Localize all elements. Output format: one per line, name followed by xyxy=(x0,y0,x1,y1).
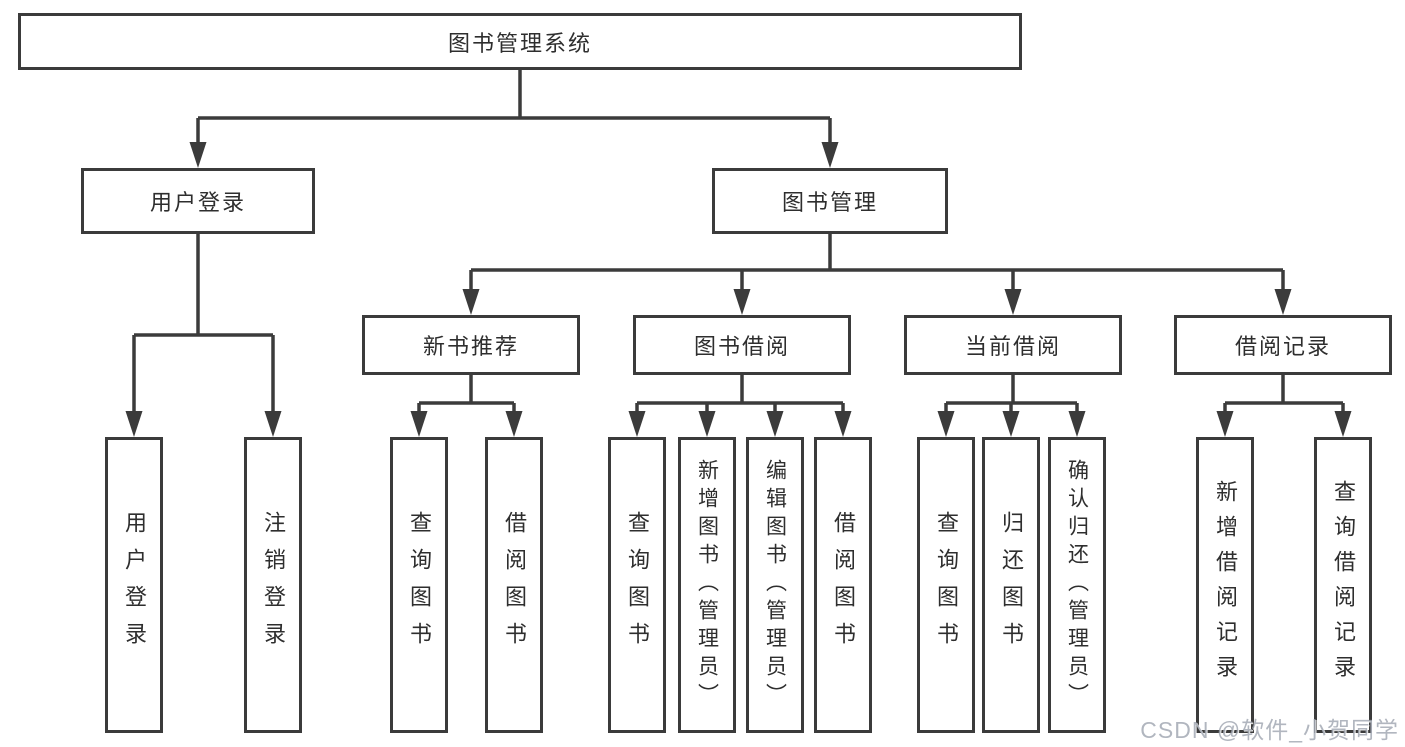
leaf-borrow-books: 借阅图书 xyxy=(814,437,872,733)
node-new-books: 新书推荐 xyxy=(362,315,580,375)
leaf-recommend-borrow-books: 借阅图书 xyxy=(485,437,543,733)
leaf-current-query-books: 查询图书 xyxy=(917,437,975,733)
leaf-recommend-borrow-books-label: 借阅图书 xyxy=(502,511,527,659)
leaf-current-query-books-label: 查询图书 xyxy=(934,511,959,659)
arrow-down-icon xyxy=(1004,289,1022,315)
arrow-down-icon xyxy=(125,411,143,437)
leaf-return-books-label: 归还图书 xyxy=(999,511,1024,659)
arrow-down-icon xyxy=(1002,411,1020,437)
node-book-management-label: 图书管理 xyxy=(781,190,878,215)
node-root: 图书管理系统 xyxy=(18,13,1022,70)
leaf-return-books: 归还图书 xyxy=(982,437,1040,733)
leaf-records-query-label: 查询借阅记录 xyxy=(1331,480,1356,690)
arrow-down-icon xyxy=(1068,411,1086,437)
arrow-down-icon xyxy=(1274,289,1292,315)
arrow-down-icon xyxy=(264,411,282,437)
arrow-down-icon xyxy=(462,289,480,315)
leaf-confirm-return-admin: 确认归还（管理员） xyxy=(1048,437,1106,733)
node-borrow-records-label: 借阅记录 xyxy=(1234,334,1331,359)
connector-borrow-records-to-leaves xyxy=(1216,375,1352,437)
leaf-records-add-label: 新增借阅记录 xyxy=(1213,480,1238,690)
node-user-login: 用户登录 xyxy=(81,168,315,234)
node-borrow-records: 借阅记录 xyxy=(1174,315,1392,375)
leaf-add-books-admin: 新增图书（管理员） xyxy=(678,437,736,733)
leaf-add-books-admin-label: 新增图书（管理员） xyxy=(695,459,719,711)
node-root-label: 图书管理系统 xyxy=(447,30,592,56)
connector-book-borrow-to-leaves xyxy=(628,375,852,437)
csdn-watermark: CSDN @软件_小贺同学 xyxy=(1140,717,1399,743)
arrow-down-icon xyxy=(505,411,523,437)
arrow-down-icon xyxy=(766,411,784,437)
connector-new-books-to-leaves xyxy=(410,375,523,437)
arrow-down-icon xyxy=(698,411,716,437)
arrow-down-icon xyxy=(834,411,852,437)
node-new-books-label: 新书推荐 xyxy=(422,334,519,359)
connector-book-management-to-level3 xyxy=(462,234,1292,315)
connector-root-to-level2 xyxy=(189,70,839,168)
leaf-borrow-query-books-label: 查询图书 xyxy=(625,511,650,659)
arrow-down-icon xyxy=(1216,411,1234,437)
leaf-records-add: 新增借阅记录 xyxy=(1196,437,1254,733)
leaf-confirm-return-admin-label: 确认归还（管理员） xyxy=(1065,459,1089,711)
node-book-management: 图书管理 xyxy=(712,168,948,234)
leaf-recommend-query-books-label: 查询图书 xyxy=(407,511,432,659)
leaf-borrow-query-books: 查询图书 xyxy=(608,437,666,733)
leaf-logout-label: 注销登录 xyxy=(261,511,286,659)
node-current-borrow: 当前借阅 xyxy=(904,315,1122,375)
leaf-edit-books-admin: 编辑图书（管理员） xyxy=(746,437,804,733)
arrow-down-icon xyxy=(733,289,751,315)
leaf-user-login-label: 用户登录 xyxy=(122,511,147,659)
arrow-down-icon xyxy=(1334,411,1352,437)
arrow-down-icon xyxy=(628,411,646,437)
leaf-recommend-query-books: 查询图书 xyxy=(390,437,448,733)
arrow-down-icon xyxy=(189,142,207,168)
connector-current-borrow-to-leaves xyxy=(937,375,1086,437)
node-book-borrow: 图书借阅 xyxy=(633,315,851,375)
arrow-down-icon xyxy=(937,411,955,437)
leaf-user-login: 用户登录 xyxy=(105,437,163,733)
node-current-borrow-label: 当前借阅 xyxy=(964,334,1061,359)
leaf-borrow-books-label: 借阅图书 xyxy=(831,511,856,659)
leaf-logout: 注销登录 xyxy=(244,437,302,733)
leaf-records-query: 查询借阅记录 xyxy=(1314,437,1372,733)
connector-user-login-to-leaves xyxy=(125,234,282,437)
arrow-down-icon xyxy=(410,411,428,437)
arrow-down-icon xyxy=(821,142,839,168)
node-book-borrow-label: 图书借阅 xyxy=(693,334,790,359)
leaf-edit-books-admin-label: 编辑图书（管理员） xyxy=(763,459,787,711)
node-user-login-label: 用户登录 xyxy=(149,190,246,215)
